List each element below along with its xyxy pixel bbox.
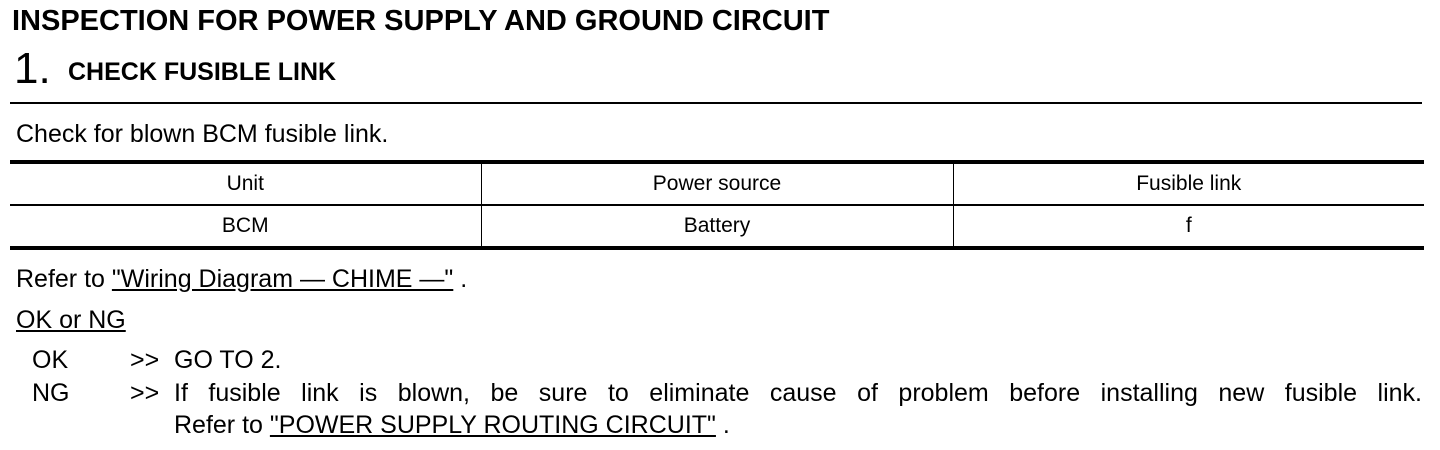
wiring-diagram-reference: Refer to "Wiring Diagram — CHIME —" . — [16, 262, 467, 296]
table-header-row: Unit Power source Fusible link — [10, 160, 1424, 206]
table-header-fusible-link: Fusible link — [952, 160, 1424, 206]
table-cell-unit: BCM — [10, 205, 482, 250]
ok-code: OK — [32, 346, 69, 374]
ng-action: If fusible link is blown, be sure to eli… — [174, 379, 1422, 407]
ng-refer-prefix: Refer to — [174, 411, 263, 439]
ng-reference: Refer to "POWER SUPPLY ROUTING CIRCUIT" … — [174, 409, 730, 441]
ok-action: GO TO 2. — [174, 346, 282, 374]
table-cell-fusible-link: f — [952, 205, 1424, 250]
result-label: OK or NG — [16, 306, 126, 334]
wiring-diagram-link[interactable]: "Wiring Diagram — CHIME —" — [111, 265, 454, 293]
fusible-link-table: Unit Power source Fusible link BCM Batte… — [10, 160, 1424, 250]
refer-suffix: . — [460, 265, 468, 293]
table-header-power-source: Power source — [480, 160, 954, 206]
ng-refer-suffix: . — [722, 411, 730, 439]
refer-prefix: Refer to — [16, 265, 105, 293]
ok-arrow: >> — [130, 346, 160, 374]
ng-arrow: >> — [130, 379, 160, 407]
check-instruction: Check for blown BCM fusible link. — [16, 120, 389, 148]
power-supply-routing-link[interactable]: "POWER SUPPLY ROUTING CIRCUIT" — [269, 411, 716, 439]
table-cell-power-source: Battery — [480, 205, 954, 250]
step-title: CHECK FUSIBLE LINK — [68, 58, 337, 86]
table-row: BCM Battery f — [10, 205, 1424, 250]
step-divider — [10, 102, 1422, 104]
table-header-unit: Unit — [10, 160, 482, 206]
section-heading: INSPECTION FOR POWER SUPPLY AND GROUND C… — [12, 5, 830, 37]
ng-code: NG — [32, 379, 70, 407]
step-number: 1. — [14, 44, 51, 93]
